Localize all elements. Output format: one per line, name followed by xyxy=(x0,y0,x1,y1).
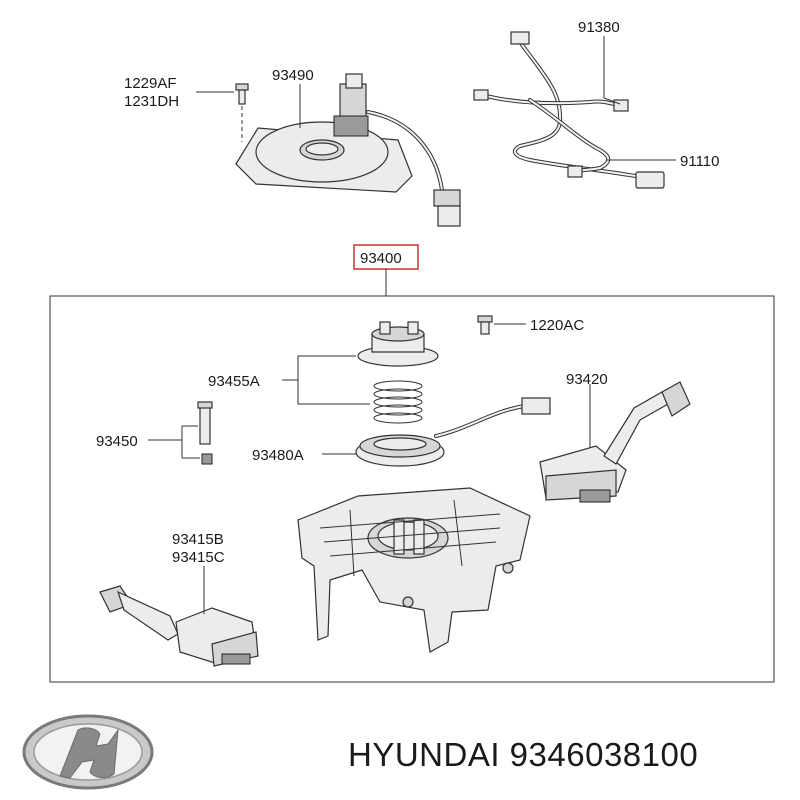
label-cancel-cam: 93455A xyxy=(208,373,260,390)
pin-illustration xyxy=(197,401,213,465)
left-switch-illustration xyxy=(99,585,259,667)
screw-illustration xyxy=(477,315,493,335)
label-left-switch-line1: 93415B xyxy=(172,531,224,548)
body-ring-illustration xyxy=(355,397,551,467)
assembly-frame xyxy=(49,295,775,683)
spring-illustration xyxy=(373,380,423,424)
label-assembly: 93400 xyxy=(360,250,402,267)
label-right-switch: 93420 xyxy=(566,371,608,388)
wiring-harness-illustration xyxy=(473,31,665,189)
cancel-cam-illustration xyxy=(357,321,439,367)
label-screw: 1220AC xyxy=(530,317,584,334)
brand-part-number: HYUNDAI 9346038100 xyxy=(348,736,698,773)
label-harness: 91380 xyxy=(578,19,620,36)
right-switch-illustration xyxy=(539,381,691,503)
label-left-switch-line2: 93415C xyxy=(172,549,225,566)
label-bolt-line2: 1231DH xyxy=(124,93,179,110)
hyundai-logo xyxy=(22,714,154,790)
column-bracket-illustration xyxy=(297,487,531,653)
assembly-highlight-box xyxy=(353,244,419,270)
label-body: 93480A xyxy=(252,447,304,464)
clock-spring-illustration xyxy=(235,73,461,227)
label-bolt-line1: 1229AF xyxy=(124,75,177,92)
label-harness-connector: 91110 xyxy=(680,153,720,170)
label-clock-spring: 93490 xyxy=(272,67,314,84)
label-pin: 93450 xyxy=(96,433,138,450)
